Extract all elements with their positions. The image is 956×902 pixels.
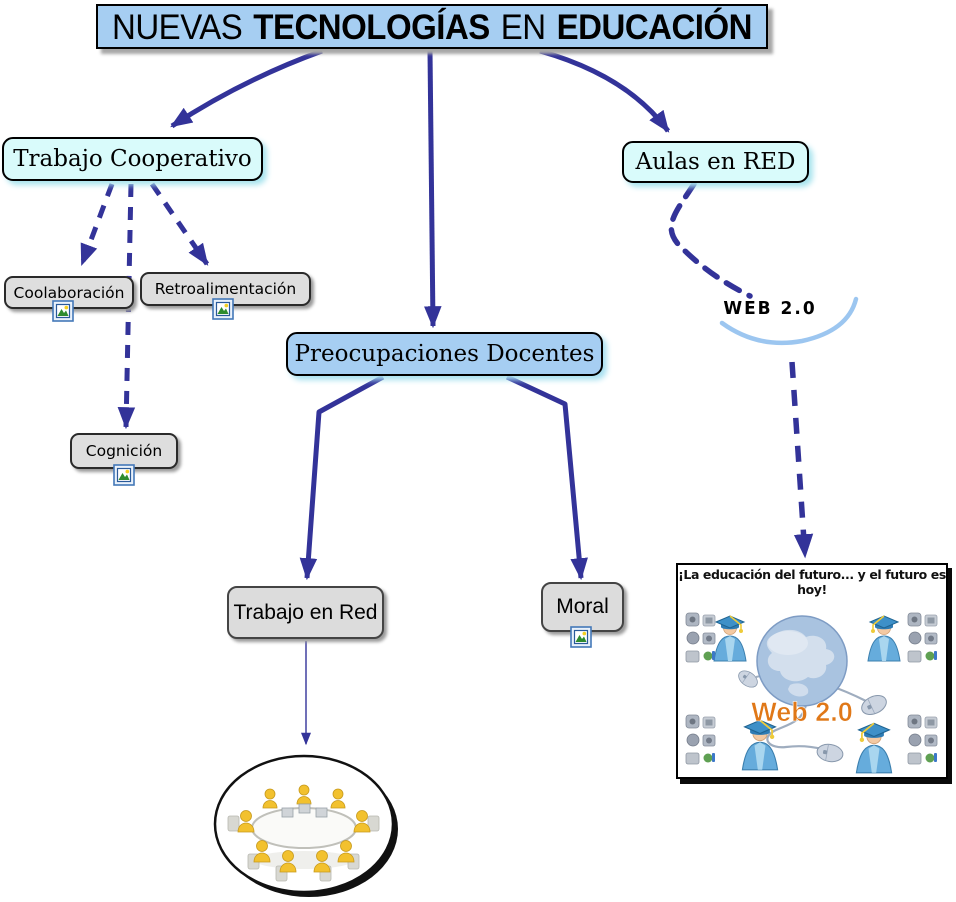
node-label: Aulas en RED (635, 149, 796, 175)
image-attachment-icon[interactable] (113, 464, 135, 486)
node-trabajo-en-red[interactable]: Trabajo en Red (227, 586, 384, 639)
image-attachment-icon[interactable] (212, 298, 234, 320)
node-moral[interactable]: Moral (541, 582, 624, 632)
mouse-icon (735, 667, 761, 691)
media-icons (907, 612, 938, 663)
node-label: Retroalimentación (154, 280, 297, 298)
node-label: Coolaboración (13, 283, 125, 302)
node-trabajo-cooperativo[interactable]: Trabajo Cooperativo (2, 137, 263, 181)
image-attachment-icon[interactable] (570, 626, 592, 648)
node-label: Preocupaciones Docentes (294, 341, 595, 367)
media-icons (907, 714, 938, 765)
title-word: TECNOLOGÍAS (253, 5, 490, 46)
arrow-cooperativo-to-coolaboracion (79, 183, 115, 267)
mouse-icon (858, 691, 890, 719)
table-scene (227, 784, 380, 882)
arrow-title-to-preocupaciones (423, 50, 442, 329)
node-label: Cognición (85, 442, 163, 460)
image-attachment-icon[interactable] (52, 300, 74, 322)
poster-center-text: Web 2.0 (751, 697, 853, 727)
node-label: Trabajo Cooperativo (13, 146, 252, 172)
arrow-title-to-trabajo-cooperativo (170, 48, 323, 129)
graduate-figure (867, 615, 901, 662)
web20-swoosh (719, 296, 859, 346)
poster-illustration: Web 2.0 (685, 612, 938, 774)
globe-graphic (756, 615, 848, 707)
arrow-cooperativo-to-retroalimentacion (149, 182, 210, 266)
media-icons (685, 714, 716, 765)
graduate-figure (855, 722, 893, 774)
node-label: Trabajo en Red (233, 600, 378, 624)
title-word: EDUCACIÓN (556, 5, 753, 46)
title-word: NUEVAS (112, 5, 243, 46)
cooperative-table-image[interactable] (210, 750, 402, 900)
node-web20-label[interactable]: WEB 2.0 (710, 291, 866, 355)
title-word: EN (500, 5, 546, 46)
mouse-icon (815, 741, 845, 765)
arrow-aulas-to-web20 (668, 181, 753, 299)
arrow-web20-to-poster (789, 361, 814, 559)
arrow-title-to-aulas-en-red (539, 48, 671, 133)
media-icons (685, 612, 716, 663)
web20-label-text: WEB 2.0 (723, 298, 817, 320)
node-preocupaciones-docentes[interactable]: Preocupaciones Docentes (286, 332, 603, 376)
graduate-figure (713, 615, 747, 662)
map-title[interactable]: NUEVAS TECNOLOGÍAS EN EDUCACIÓN (96, 4, 768, 49)
arrow-preocupaciones-to-trabajo-en-red (299, 374, 385, 581)
node-aulas-en-red[interactable]: Aulas en RED (622, 141, 809, 183)
node-label: Moral (556, 595, 609, 618)
poster-caption: ¡La educación del futuro... y el futuro … (678, 567, 946, 597)
web20-poster-image[interactable]: ¡La educación del futuro... y el futuro … (676, 563, 948, 779)
arrow-preocupaciones-to-moral (505, 374, 588, 581)
